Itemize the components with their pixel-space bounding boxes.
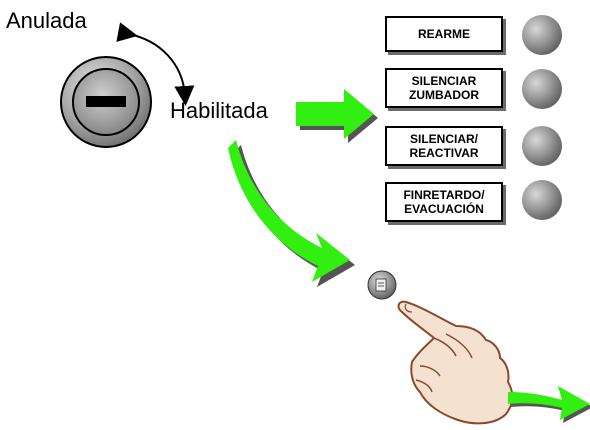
silenciar-reactivar-label-line1: SILENCIAR/ <box>409 132 478 146</box>
state-label-disabled: Anulada <box>6 8 87 33</box>
status-led-icon <box>522 69 562 109</box>
rearme-button-label: REARME <box>417 27 470 41</box>
curved-green-arrow-icon <box>228 140 355 287</box>
finretardo-evacuacion-button[interactable]: FINRETARDO/ EVACUACIÓN <box>385 182 503 222</box>
silenciar-reactivar-button[interactable]: SILENCIAR/ REACTIVAR <box>385 126 503 166</box>
status-led-icon <box>522 126 562 166</box>
small-key-button-icon[interactable] <box>367 270 397 300</box>
silenciar-reactivar-label-line2: REACTIVAR <box>409 146 479 160</box>
status-led-icon <box>522 180 562 220</box>
rearme-button[interactable]: REARME <box>385 16 503 52</box>
exit-green-arrow-icon <box>508 386 590 423</box>
key-switch-icon[interactable] <box>60 56 152 148</box>
silenciar-zumbador-label-line2: ZUMBADOR <box>409 88 479 102</box>
silenciar-zumbador-button[interactable]: SILENCIAR ZUMBADOR <box>385 68 503 108</box>
pointing-hand-icon <box>397 300 514 425</box>
finretardo-evacuacion-label-line2: EVACUACIÓN <box>404 202 484 216</box>
rotation-arrow-icon <box>116 22 195 106</box>
silenciar-zumbador-label-line1: SILENCIAR <box>411 74 477 88</box>
state-label-enabled: Habilitada <box>170 98 268 123</box>
finretardo-evacuacion-label-line1: FINRETARDO/ <box>403 188 485 202</box>
green-arrow-icon <box>296 89 378 143</box>
status-led-icon <box>522 15 562 55</box>
